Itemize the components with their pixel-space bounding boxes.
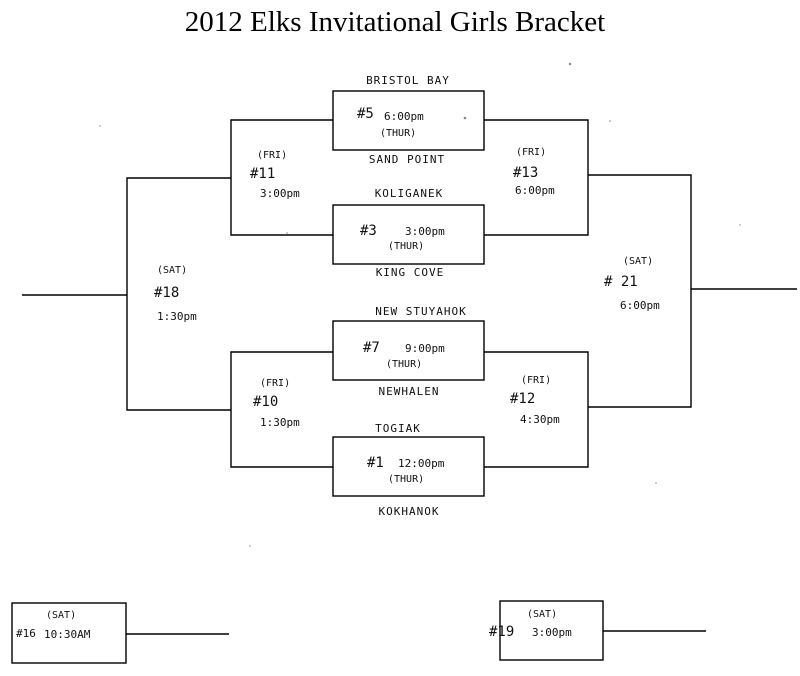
game-10-time: 1:30pm <box>260 416 300 429</box>
team-new-stuyahok: NEW STUYAHOK <box>375 305 466 318</box>
game-16-time: 10:30AM <box>44 628 91 641</box>
team-koliganek: KOLIGANEK <box>375 187 444 200</box>
game-19-day: (SAT) <box>527 609 557 620</box>
game-19-box <box>499 600 604 661</box>
game-16-box <box>11 602 127 664</box>
game-11-bracket <box>230 119 333 236</box>
game-7-box <box>332 320 485 381</box>
game-13-day: (FRI) <box>516 147 546 158</box>
game-3-number: #3 <box>360 223 377 239</box>
game-18-number: #18 <box>154 285 179 301</box>
game-11-number: #11 <box>250 166 275 182</box>
game-1-number: #1 <box>367 455 384 471</box>
team-sand-point: SAND POINT <box>369 153 445 166</box>
game-12-day: (FRI) <box>521 375 551 386</box>
game-5-time: 6:00pm <box>384 110 424 123</box>
game-5-number: #5 <box>357 106 374 122</box>
game-3-box <box>332 204 485 265</box>
game-11-time: 3:00pm <box>260 187 300 200</box>
game-21-bracket <box>588 174 692 408</box>
game-7-number: #7 <box>363 340 380 356</box>
game-21-day: (SAT) <box>623 256 653 267</box>
game-13-time: 6:00pm <box>515 184 555 197</box>
game-10-bracket <box>230 351 333 468</box>
page-title: 2012 Elks Invitational Girls Bracket <box>185 6 605 38</box>
team-togiak: TOGIAK <box>375 422 421 435</box>
game-7-time: 9:00pm <box>405 342 445 355</box>
game-1-time: 12:00pm <box>398 457 445 470</box>
game-12-bracket <box>484 351 589 468</box>
game-3-time: 3:00pm <box>405 225 445 238</box>
game-5-box <box>332 90 485 151</box>
game-1-day: (THUR) <box>388 474 424 485</box>
game-13-bracket <box>484 119 589 236</box>
game-12-number: #12 <box>510 391 535 407</box>
game-10-day: (FRI) <box>260 378 290 389</box>
game-5-day: (THUR) <box>380 128 416 139</box>
game-10-number: #10 <box>253 394 278 410</box>
team-bristol-bay: BRISTOL BAY <box>366 74 450 87</box>
game-21-number: # 21 <box>604 274 638 290</box>
game-18-time: 1:30pm <box>157 310 197 323</box>
team-king-cove: KING COVE <box>376 266 445 279</box>
game-12-time: 4:30pm <box>520 413 560 426</box>
game-18-day: (SAT) <box>157 265 187 276</box>
game-3-day: (THUR) <box>388 241 424 252</box>
game-19-number: #19 <box>489 624 514 640</box>
game-19-time: 3:00pm <box>532 626 572 639</box>
game-13-number: #13 <box>513 165 538 181</box>
scan-speckles <box>99 62 741 547</box>
team-kokhanok: KOKHANOK <box>379 505 440 518</box>
game-16-number: #16 <box>16 627 36 640</box>
game-7-day: (THUR) <box>386 359 422 370</box>
game-11-day: (FRI) <box>257 150 287 161</box>
game-16-day: (SAT) <box>46 610 76 621</box>
game-21-time: 6:00pm <box>620 299 660 312</box>
team-newhalen: NEWHALEN <box>379 385 440 398</box>
game-18-bracket <box>126 177 231 411</box>
